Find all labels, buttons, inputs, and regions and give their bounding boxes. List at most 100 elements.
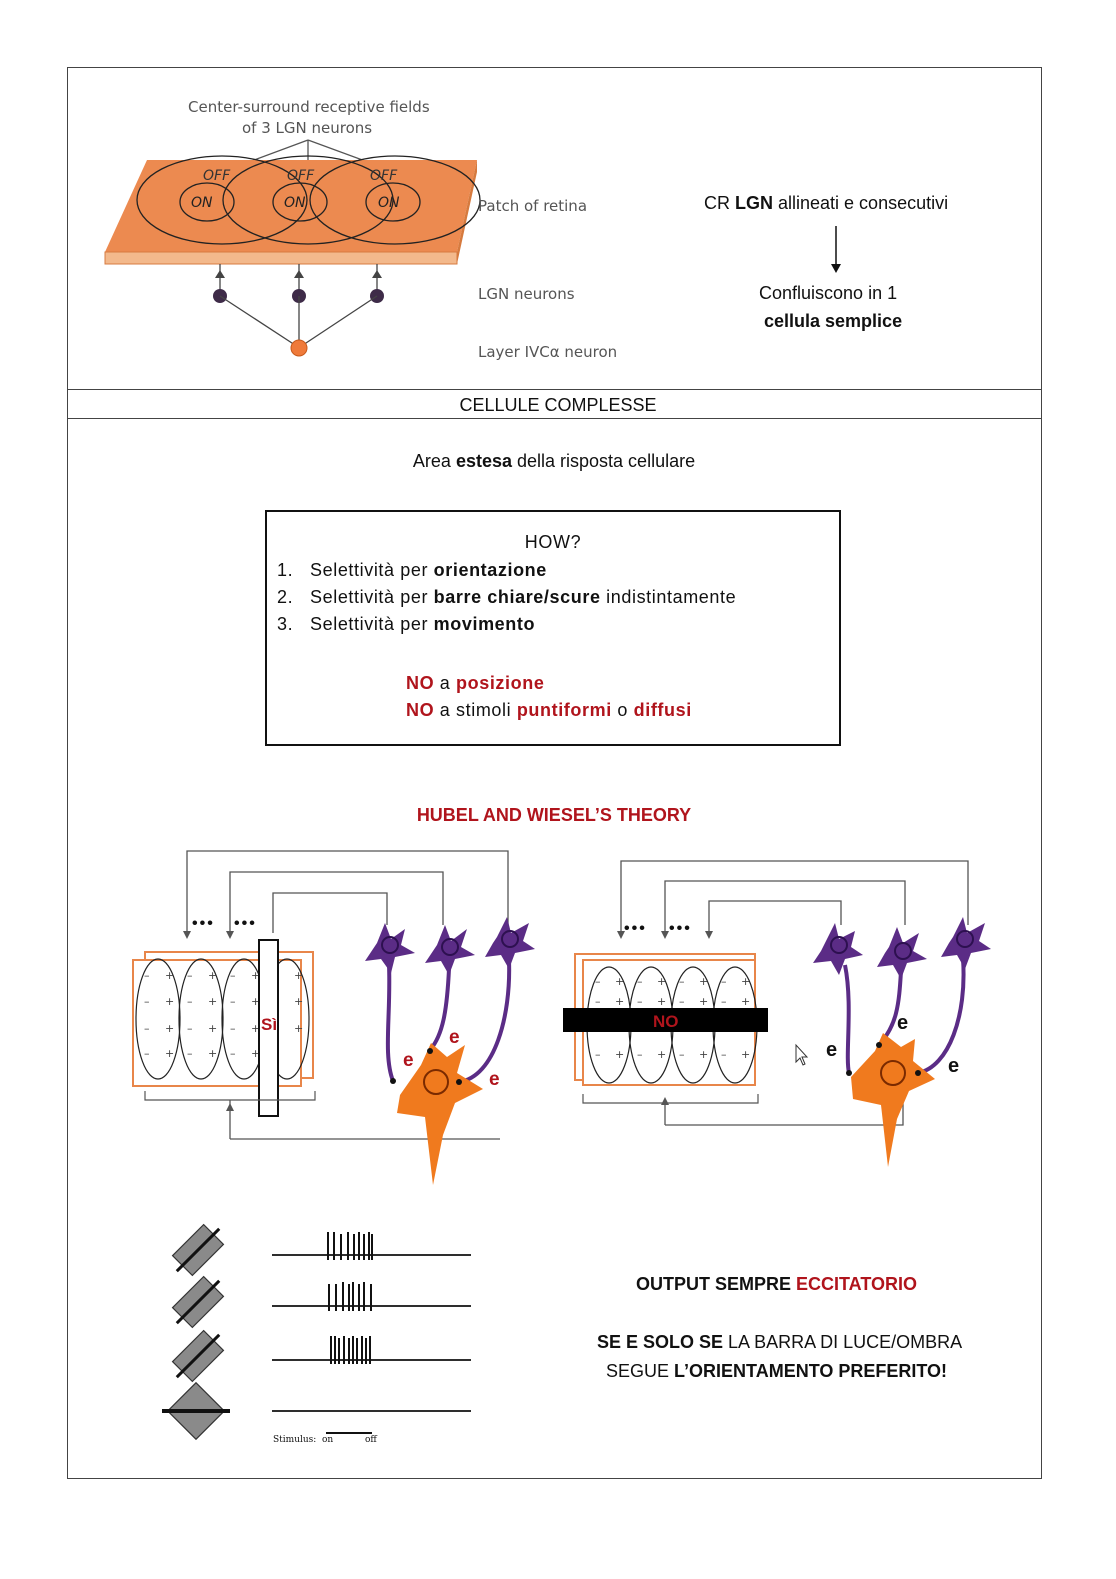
theory-title: HUBEL AND WIESEL’S THEORY xyxy=(416,805,692,825)
svg-text:–: – xyxy=(679,995,685,1008)
layer-ivc-label: Layer IVCα neuron xyxy=(478,343,618,361)
svg-text:–: – xyxy=(679,975,685,988)
how-item-3: 3.Selettività per movimento xyxy=(277,614,536,634)
svg-text:+: + xyxy=(699,975,708,988)
dots-left-2: ••• xyxy=(234,915,257,932)
svg-text:–: – xyxy=(230,969,236,982)
dots-left-1: ••• xyxy=(192,915,215,932)
svg-text:–: – xyxy=(637,975,643,988)
off-label-2: OFF xyxy=(287,168,315,184)
no-stimoli-text: NO a stimoli puntiformi o diffusi xyxy=(406,700,692,720)
e-label-right-2: e xyxy=(897,1012,909,1034)
stimulus-label: Stimulus: xyxy=(273,1435,317,1445)
how-box: HOW? 1.Selettività per orientazione 2.Se… xyxy=(265,510,841,746)
svg-text:+: + xyxy=(165,969,174,982)
e-label-left-1: e xyxy=(403,1050,414,1071)
svg-text:+: + xyxy=(657,975,666,988)
e-label-left-2: e xyxy=(449,1027,460,1048)
complex-cell-diagram-preferred: –+–+–+–+ –+–+–+–+ –+–+–+–+ –+–+–+ xyxy=(132,850,535,1185)
svg-text:+: + xyxy=(208,1022,217,1035)
svg-text:+: + xyxy=(208,1047,217,1060)
stimulus-on-label: on xyxy=(322,1435,334,1445)
svg-text:+: + xyxy=(251,1047,260,1060)
svg-text:–: – xyxy=(721,975,727,988)
cr-lgn-text: CR LGN allineati e consecutivi xyxy=(704,193,949,213)
svg-text:+: + xyxy=(294,969,303,982)
svg-text:–: – xyxy=(144,995,150,1008)
svg-text:–: – xyxy=(230,1022,236,1035)
down-arrow-icon xyxy=(831,226,841,273)
no-bar-label: NO xyxy=(653,1012,679,1031)
si-label: Sì xyxy=(261,1015,278,1034)
stimulus-off-label: off xyxy=(365,1435,377,1445)
svg-text:+: + xyxy=(615,1048,624,1061)
svg-text:+: + xyxy=(741,1048,750,1061)
output-line3: SEGUE L’ORIENTAMENTO PREFERITO! xyxy=(606,1361,948,1381)
on-label-2: ON xyxy=(284,195,306,211)
e-label-right-3: e xyxy=(948,1055,960,1077)
cellula-semplice-text: cellula semplice xyxy=(764,311,903,331)
e-label-left-3: e xyxy=(489,1069,500,1090)
svg-text:+: + xyxy=(699,1048,708,1061)
svg-text:–: – xyxy=(187,969,193,982)
lgn-receptive-field-figure xyxy=(104,139,481,357)
svg-text:–: – xyxy=(230,995,236,1008)
svg-text:–: – xyxy=(637,1048,643,1061)
svg-text:+: + xyxy=(615,995,624,1008)
svg-text:–: – xyxy=(721,1048,727,1061)
confluiscono-text: Confluiscono in 1 xyxy=(759,283,898,303)
off-label-1: OFF xyxy=(203,168,231,184)
on-label-1: ON xyxy=(191,195,213,211)
svg-text:–: – xyxy=(187,1022,193,1035)
svg-text:+: + xyxy=(741,975,750,988)
svg-text:+: + xyxy=(294,1022,303,1035)
page-frame xyxy=(67,67,1042,1479)
svg-text:+: + xyxy=(615,975,624,988)
complex-cell-diagram-non-preferred: –+–+–+–+ –+–+–+–+ –+–+–+–+ xyxy=(563,860,991,1167)
svg-text:–: – xyxy=(230,1047,236,1060)
how-item-2: 2.Selettività per barre chiare/scure ind… xyxy=(277,587,737,607)
svg-text:–: – xyxy=(637,995,643,1008)
dots-right-2: ••• xyxy=(669,920,692,937)
lgn-neurons-label: LGN neurons xyxy=(478,285,575,303)
svg-text:–: – xyxy=(187,995,193,1008)
svg-text:–: – xyxy=(595,995,601,1008)
svg-text:–: – xyxy=(144,1047,150,1060)
svg-text:+: + xyxy=(251,995,260,1008)
divider-top xyxy=(67,389,1042,390)
e-label-right-1: e xyxy=(826,1039,838,1061)
svg-text:+: + xyxy=(165,1022,174,1035)
output-line2: SE E SOLO SE LA BARRA DI LUCE/OMBRA xyxy=(597,1332,963,1352)
svg-text:–: – xyxy=(595,1048,601,1061)
svg-text:+: + xyxy=(208,995,217,1008)
on-label-3: ON xyxy=(378,195,400,211)
svg-text:+: + xyxy=(294,995,303,1008)
no-posizione-text: NO a posizione xyxy=(406,673,545,693)
figure-title-line1: Center-surround receptive fields xyxy=(188,98,430,116)
svg-text:–: – xyxy=(679,1048,685,1061)
svg-text:+: + xyxy=(657,995,666,1008)
svg-text:–: – xyxy=(721,995,727,1008)
svg-text:+: + xyxy=(699,995,708,1008)
svg-text:–: – xyxy=(187,1047,193,1060)
svg-text:–: – xyxy=(144,969,150,982)
section-header: CELLULE COMPLESSE xyxy=(459,395,657,415)
divider-bottom xyxy=(67,418,1042,419)
off-label-3: OFF xyxy=(370,168,398,184)
how-title: HOW? xyxy=(524,532,582,552)
patch-of-retina-label: Patch of retina xyxy=(478,197,588,215)
svg-text:+: + xyxy=(165,995,174,1008)
output-line1: OUTPUT SEMPRE ECCITATORIO xyxy=(636,1274,918,1294)
svg-text:–: – xyxy=(144,1022,150,1035)
svg-text:+: + xyxy=(657,1048,666,1061)
svg-text:+: + xyxy=(165,1047,174,1060)
area-estesa-text: Area estesa della risposta cellulare xyxy=(412,451,696,471)
svg-text:+: + xyxy=(251,969,260,982)
orientation-spike-trains xyxy=(162,1223,471,1441)
svg-text:–: – xyxy=(595,975,601,988)
dots-right-1: ••• xyxy=(624,920,647,937)
svg-text:+: + xyxy=(251,1022,260,1035)
svg-text:+: + xyxy=(741,995,750,1008)
svg-text:+: + xyxy=(208,969,217,982)
figure-title-line2: of 3 LGN neurons xyxy=(242,119,373,137)
